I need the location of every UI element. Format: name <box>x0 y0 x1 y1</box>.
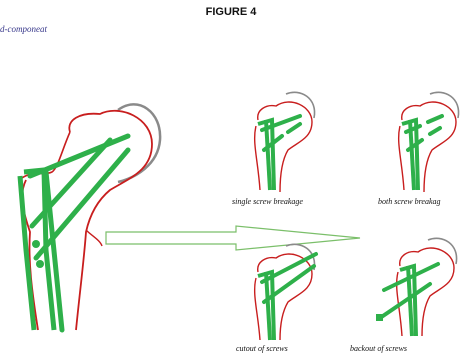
lock-screw-head <box>32 240 40 248</box>
screw-lower-fragment <box>430 128 440 134</box>
caption-both-screw-breakage: both screw breakag <box>378 197 441 206</box>
caption-cutout-of-screws: cutout of screws <box>236 344 288 353</box>
caption-single-screw-breakage: single screw breakage <box>232 197 303 206</box>
nail-shaft <box>266 120 270 190</box>
diagram-cutout-of-screws <box>255 244 316 340</box>
lesser-trochanter-outline <box>86 230 102 246</box>
screw-upper-fragment <box>428 116 442 122</box>
diagram-both-screw-breakage <box>399 92 459 192</box>
femur-lateral-outline <box>255 278 260 340</box>
caption-backout-of-screws: backout of screws <box>350 344 407 353</box>
diagram-backout-of-screws <box>376 238 457 336</box>
intact-femur-implant <box>20 104 160 330</box>
femur-lateral-outline <box>255 126 260 190</box>
femur-lateral-outline <box>399 126 404 190</box>
screw-head-backout <box>376 314 383 321</box>
transition-arrow <box>106 226 360 250</box>
screw-lower-fragment <box>288 124 300 132</box>
femoral-head-shadow <box>118 104 160 182</box>
nail-shaft <box>266 272 270 340</box>
diagram-single-screw-breakage <box>255 92 315 192</box>
lock-screw-head-2 <box>36 260 44 268</box>
plate-side-inner <box>20 176 34 330</box>
